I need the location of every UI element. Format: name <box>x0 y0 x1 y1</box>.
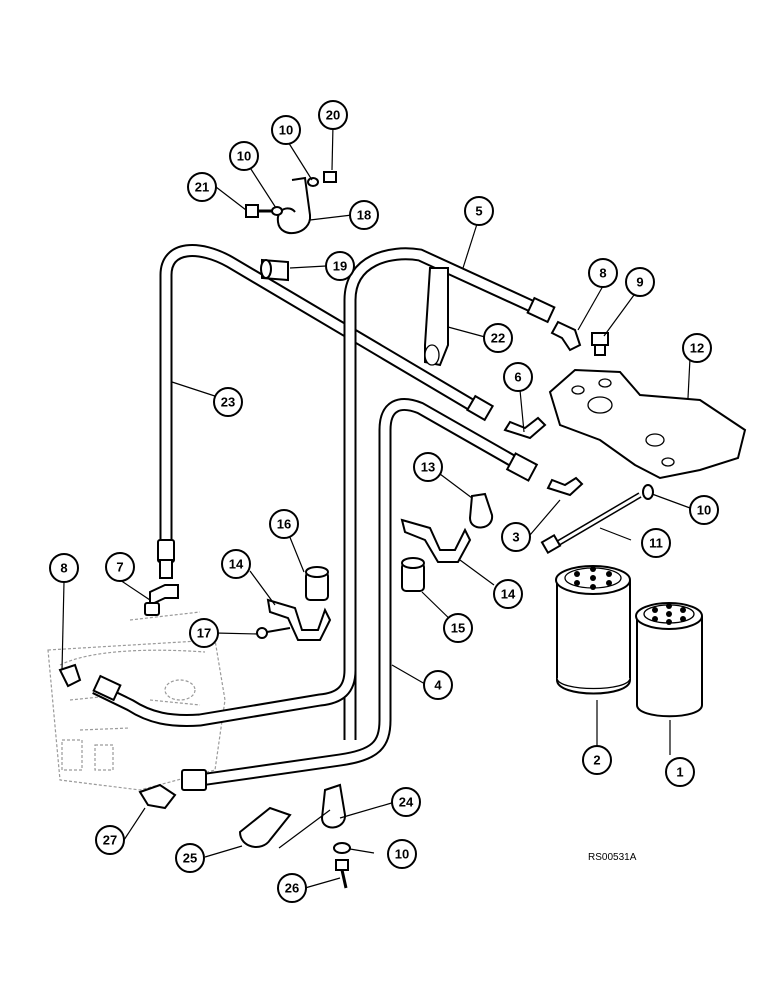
screw-17 <box>256 627 291 639</box>
svg-text:18: 18 <box>357 208 371 223</box>
svg-text:10: 10 <box>395 847 409 862</box>
svg-text:23: 23 <box>221 395 235 410</box>
callout-23: 23 <box>213 387 243 417</box>
svg-text:11: 11 <box>649 536 663 551</box>
nut-20 <box>323 171 337 183</box>
filter-2 <box>555 565 631 695</box>
svg-text:21: 21 <box>195 180 209 195</box>
svg-text:19: 19 <box>333 259 347 274</box>
svg-text:14: 14 <box>229 557 244 572</box>
svg-text:6: 6 <box>514 370 521 385</box>
callout-26: 26 <box>277 873 307 903</box>
svg-text:1: 1 <box>676 765 683 780</box>
callout-3: 3 <box>501 522 531 552</box>
elbow-fitting-8-valve <box>550 320 582 352</box>
callout-8-engine: 8 <box>49 553 79 583</box>
svg-text:13: 13 <box>421 460 435 475</box>
oil-cooler-hose-23 <box>157 244 495 579</box>
svg-text:16: 16 <box>277 517 291 532</box>
reference-code: RS00531A <box>588 852 637 863</box>
svg-text:22: 22 <box>491 331 505 346</box>
leader-lines <box>61 124 691 889</box>
callout-13: 13 <box>413 452 443 482</box>
bushing-19 <box>260 258 289 282</box>
filter-head-12 <box>548 368 747 480</box>
elbow-fitting-6 <box>503 416 547 440</box>
callout-9: 9 <box>625 267 655 297</box>
callout-7: 7 <box>105 552 135 582</box>
svg-text:3: 3 <box>512 530 519 545</box>
svg-text:10: 10 <box>237 149 251 164</box>
svg-text:10: 10 <box>279 123 293 138</box>
svg-text:8: 8 <box>60 561 67 576</box>
callout-2: 2 <box>582 745 612 775</box>
clamp-14-left <box>266 598 332 641</box>
elbow-fitting-27 <box>138 783 177 810</box>
svg-text:5: 5 <box>475 204 482 219</box>
callout-20: 20 <box>318 100 348 130</box>
bracket-22 <box>424 267 449 367</box>
plug-9 <box>591 332 609 356</box>
callout-10-bracket-upper: 10 <box>271 115 301 145</box>
oil-cooler-hose-5 <box>343 247 556 740</box>
callout-10-valve: 10 <box>689 495 719 525</box>
clamp-18 <box>276 176 312 235</box>
callout-10-clamp: 10 <box>387 839 417 869</box>
callout-10-bracket-lower: 10 <box>229 141 259 171</box>
callout-17: 17 <box>189 618 219 648</box>
callout-22: 22 <box>483 323 513 353</box>
svg-text:12: 12 <box>690 341 704 356</box>
svg-text:8: 8 <box>599 266 606 281</box>
callout-14-left: 14 <box>221 549 251 579</box>
svg-text:26: 26 <box>285 881 299 896</box>
clamp-24 <box>320 783 347 829</box>
svg-text:15: 15 <box>451 621 465 636</box>
callout-11: 11 <box>641 528 671 558</box>
elbow-fitting-7 <box>144 584 179 616</box>
callout-21: 21 <box>187 172 217 202</box>
clamp-25 <box>238 806 292 848</box>
callout-15: 15 <box>443 613 473 643</box>
callout-8-valve: 8 <box>588 258 618 288</box>
svg-text:4: 4 <box>434 678 442 693</box>
callout-6: 6 <box>503 362 533 392</box>
svg-text:14: 14 <box>501 587 516 602</box>
svg-text:27: 27 <box>103 833 117 848</box>
bolt-11 <box>540 492 642 555</box>
oil-cooler-hose-4 <box>181 398 539 791</box>
svg-text:10: 10 <box>697 503 711 518</box>
washer-10-clamp <box>333 842 351 854</box>
callout-24: 24 <box>391 787 421 817</box>
svg-text:17: 17 <box>197 626 211 641</box>
svg-text:9: 9 <box>636 275 643 290</box>
callout-16: 16 <box>269 509 299 539</box>
svg-text:25: 25 <box>183 851 197 866</box>
callout-12: 12 <box>682 333 712 363</box>
svg-text:24: 24 <box>399 795 414 810</box>
filter-1 <box>635 602 703 718</box>
callout-19: 19 <box>325 251 355 281</box>
washer-10-bolt <box>642 484 654 500</box>
svg-text:7: 7 <box>116 560 123 575</box>
callout-25: 25 <box>175 843 205 873</box>
bolt-26 <box>335 859 349 889</box>
bushing-16 <box>305 566 329 601</box>
bolt-21 <box>245 204 272 218</box>
svg-text:2: 2 <box>593 753 600 768</box>
engine-hose <box>92 669 357 727</box>
elbow-fitting-3 <box>546 476 584 497</box>
callout-14-right: 14 <box>493 579 523 609</box>
elbow-fitting-8-engine <box>58 663 82 688</box>
svg-text:20: 20 <box>326 108 340 123</box>
callout-1: 1 <box>665 757 695 787</box>
callout-4: 4 <box>423 670 453 700</box>
clamp-13 <box>468 492 494 529</box>
callout-5: 5 <box>464 196 494 226</box>
callout-18: 18 <box>349 200 379 230</box>
bushing-15 <box>401 557 425 592</box>
callout-27: 27 <box>95 825 125 855</box>
clamp-14-right <box>400 518 472 563</box>
